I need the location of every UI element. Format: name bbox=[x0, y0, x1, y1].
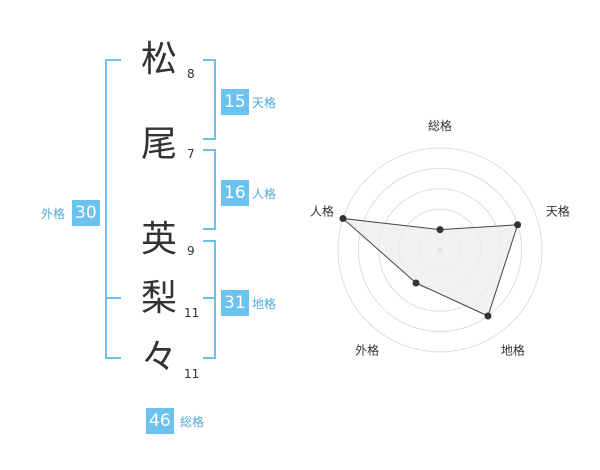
radar-point-1 bbox=[514, 221, 522, 229]
radar-ring-5 bbox=[337, 147, 543, 353]
radar-axis-label-2: 地格 bbox=[501, 342, 525, 357]
name-char-1: 松 bbox=[141, 39, 178, 80]
chikaku-label: 地格 bbox=[252, 297, 277, 311]
radar-point-4 bbox=[339, 214, 347, 222]
name-char-2: 尾 bbox=[141, 124, 178, 165]
radar-axis-label-4: 人格 bbox=[310, 204, 334, 219]
chikaku-value: 31 bbox=[221, 290, 249, 316]
soukaku-value: 46 bbox=[146, 408, 174, 434]
stroke-count-5: 11 bbox=[184, 367, 200, 381]
gaikaku-label: 外格 bbox=[41, 207, 66, 221]
jinkaku-label: 人格 bbox=[252, 187, 277, 201]
soukaku-label: 総格 bbox=[180, 415, 205, 429]
radar-axis-label-0: 総格 bbox=[428, 118, 452, 133]
name-char-3: 英 bbox=[141, 219, 178, 260]
radar-axis-label-1: 天格 bbox=[546, 204, 570, 219]
name-char-5: 々 bbox=[141, 337, 178, 378]
chikaku-bracket bbox=[203, 240, 216, 359]
gaikaku-value: 30 bbox=[72, 200, 100, 226]
radar-area bbox=[341, 217, 519, 317]
stroke-count-2: 7 bbox=[187, 147, 195, 161]
radar-points bbox=[339, 214, 522, 320]
radar-axis-label-3: 外格 bbox=[355, 342, 379, 357]
gaikaku-bracket bbox=[105, 59, 121, 359]
stroke-count-4: 11 bbox=[184, 306, 200, 320]
stroke-count-3: 9 bbox=[187, 244, 195, 258]
jinkaku-value: 16 bbox=[221, 180, 249, 206]
radar-point-3 bbox=[412, 279, 420, 287]
tenkaku-value: 15 bbox=[221, 89, 249, 115]
jinkaku-bracket bbox=[203, 149, 216, 230]
stroke-count-1: 8 bbox=[187, 67, 195, 81]
radar-ring-4 bbox=[357, 167, 523, 333]
tenkaku-label: 天格 bbox=[252, 96, 277, 110]
radar-point-0 bbox=[436, 226, 444, 234]
tenkaku-bracket bbox=[203, 59, 216, 140]
radar-point-2 bbox=[484, 312, 492, 320]
name-char-4: 梨 bbox=[141, 278, 178, 319]
